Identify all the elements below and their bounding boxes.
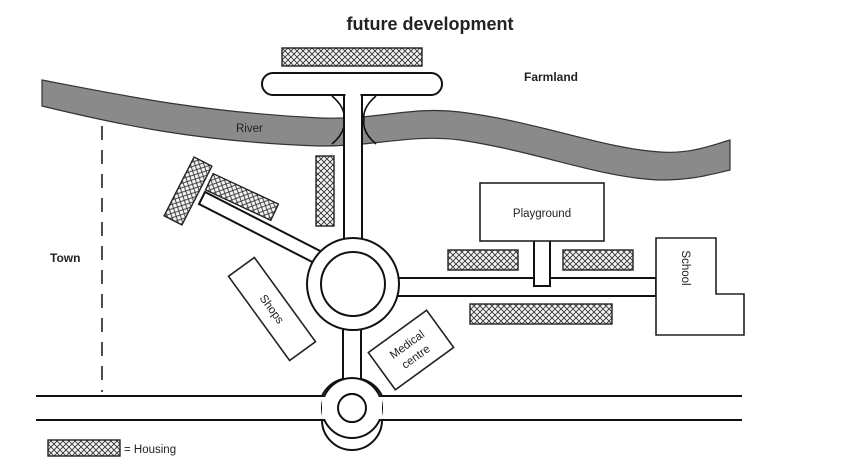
map-title: future development (346, 14, 513, 34)
town-label: Town (50, 251, 80, 265)
housing-west-1 (163, 156, 213, 226)
bridge-right (362, 95, 377, 145)
housing-east-1 (447, 249, 519, 271)
river-under-bridge (344, 113, 362, 146)
medical-centre: Medical centre (367, 309, 455, 391)
river-label: River (236, 123, 263, 135)
legend-housing-label: = Housing (124, 444, 176, 456)
housing-east-long (469, 303, 613, 325)
main-roundabout-island (320, 251, 386, 317)
housing-north-road (315, 155, 335, 227)
playground (479, 182, 605, 242)
housing-north (281, 47, 423, 67)
farmland-label: Farmland (524, 70, 578, 84)
legend: = Housing (47, 439, 176, 457)
main-road-surface (40, 397, 740, 419)
river (41, 79, 731, 181)
shops: Shops (227, 256, 317, 362)
housing-east-2 (562, 249, 634, 271)
school (655, 237, 745, 336)
housing-west-2 (204, 172, 280, 222)
legend-housing-swatch (47, 439, 121, 457)
playground-label: Playground (513, 208, 571, 220)
school-label: School (679, 250, 691, 285)
